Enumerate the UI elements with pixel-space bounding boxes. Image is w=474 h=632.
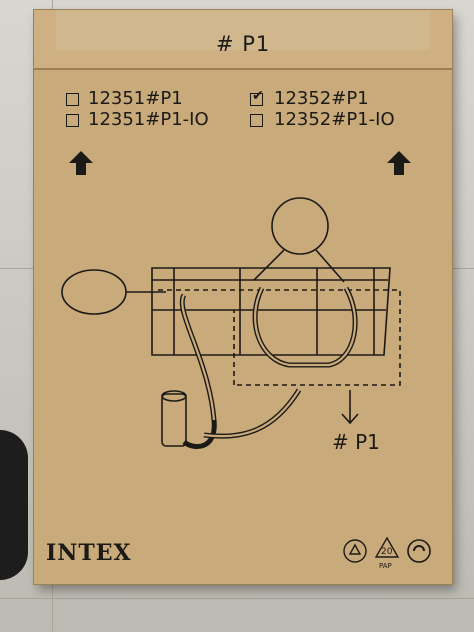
- recycle-code: 20: [381, 547, 393, 557]
- recycle-icon: [343, 539, 367, 563]
- checkbox-12351-p1-io: [66, 114, 79, 127]
- packing-tape: [56, 10, 430, 50]
- pool-pump-diagram: [61, 197, 401, 450]
- part-label: # P1: [332, 430, 380, 454]
- recycle-code-material: PAP: [379, 562, 392, 570]
- dark-object-left: [0, 430, 28, 580]
- flap-label: # P1: [216, 32, 271, 56]
- brand-logo: INTEX: [46, 540, 132, 566]
- this-way-up-arrow-icon: [387, 151, 411, 175]
- model-label: 12351#P1: [88, 88, 183, 109]
- box-top-flap: # P1: [34, 10, 452, 70]
- checkbox-12352-p1: ✔: [250, 88, 264, 106]
- checkbox-12351-p1: [66, 93, 79, 106]
- pap-recycle-icon: [374, 536, 400, 558]
- model-label: 12352#P1-IO: [274, 109, 395, 130]
- checkbox-12352-p1-io: [250, 114, 263, 127]
- model-label: 12352#P1: [274, 88, 369, 109]
- this-way-up-arrow-icon: [69, 151, 93, 175]
- cardboard-box: # P1 12351#P1 ✔ 12352#P1 12351#P1-IO 123…: [34, 10, 452, 584]
- floor-tile-line: [0, 598, 474, 599]
- model-label: 12351#P1-IO: [88, 109, 209, 130]
- green-dot-icon: [407, 539, 431, 563]
- check-icon: ✔: [252, 88, 264, 104]
